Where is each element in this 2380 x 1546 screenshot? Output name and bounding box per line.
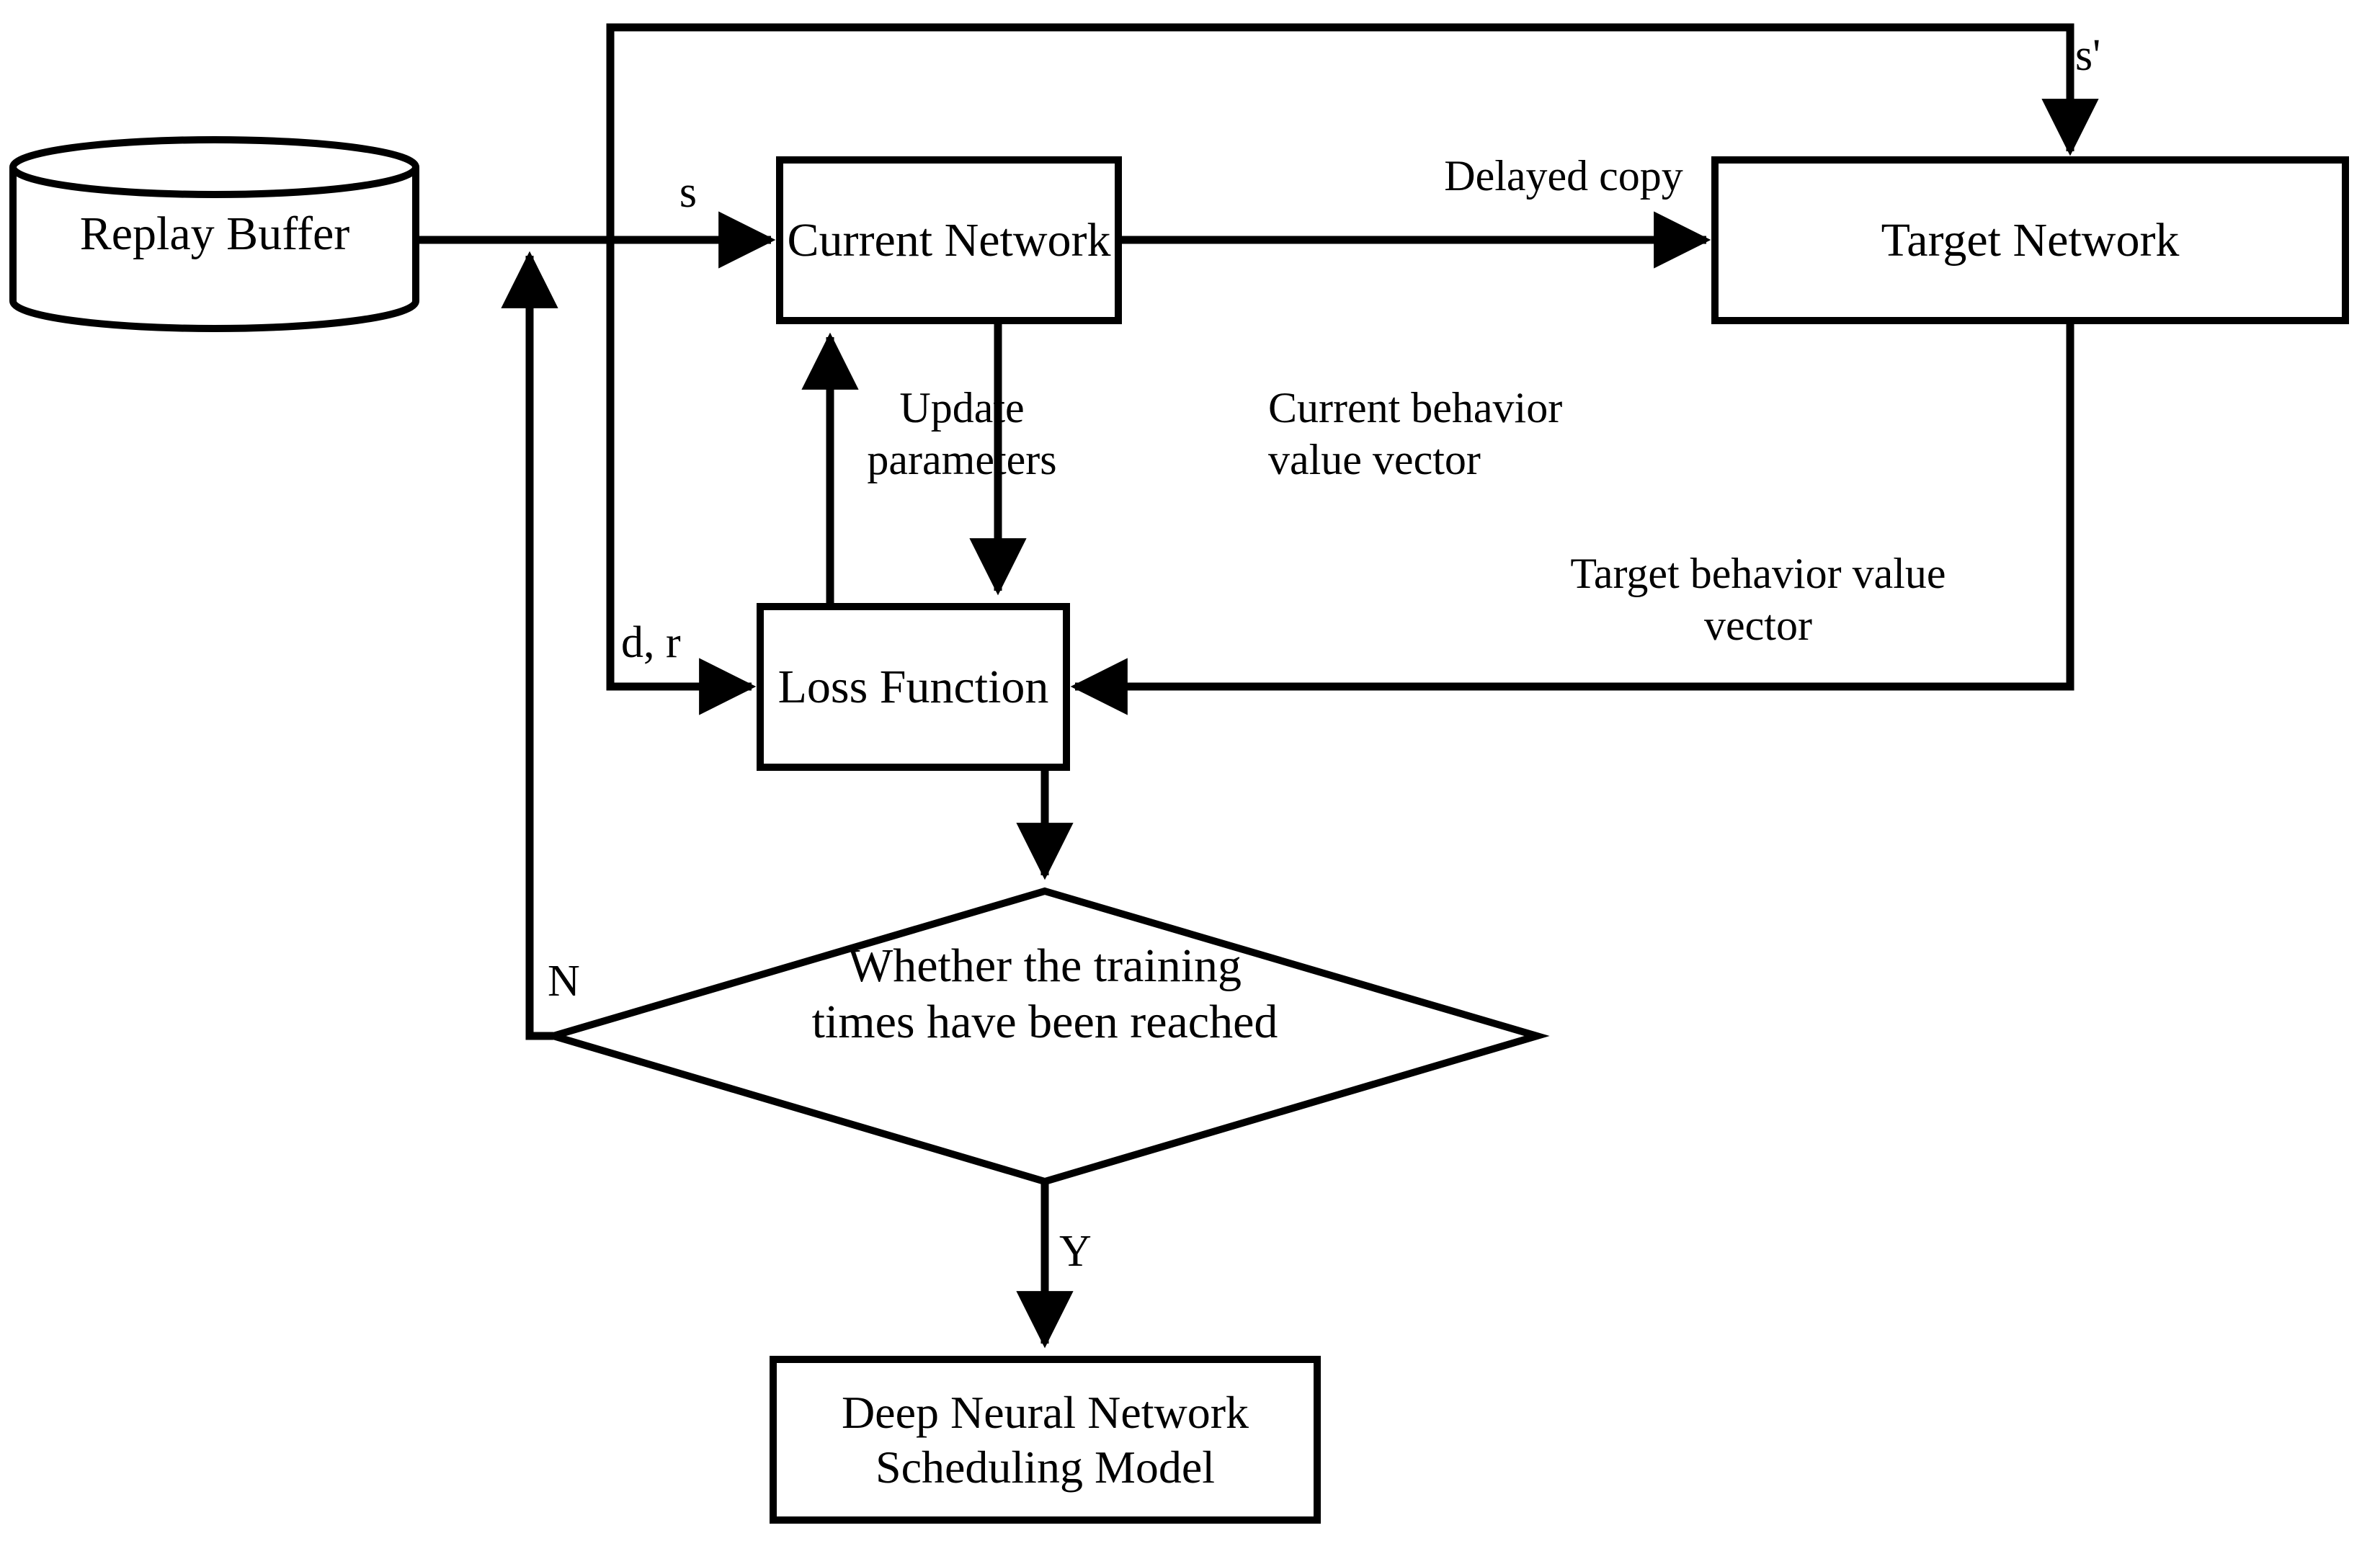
edge-decision-no-loop [501,251,558,1040]
loss-function-box [757,603,1070,771]
target-network-box [1711,156,2349,324]
edge-target-behavior-value [1070,321,2074,715]
edge-label-next-state: s' [2075,31,2101,80]
edge-label-decision-yes: Y [1059,1227,1092,1276]
edge-label-update-parameters: Update parameters [867,384,1057,483]
edge-next-state-to-target [606,23,2099,240]
replay-buffer-shape [9,136,419,332]
edge-done-reward-to-loss [606,240,757,715]
current-network-box [776,156,1122,324]
edge-label-state: s [679,168,697,217]
edge-label-current-behavior-value: Current behavior value vector [1268,384,1563,483]
edge-label-done-reward: d, r [621,618,681,667]
edge-label-target-behavior-value: Target behavior value vector [1570,550,1946,649]
edge-label-delayed-copy: Delayed copy [1444,152,1683,200]
decision-diamond [540,887,1550,1186]
output-model-box [770,1356,1321,1524]
edge-label-decision-no: N [548,957,580,1006]
